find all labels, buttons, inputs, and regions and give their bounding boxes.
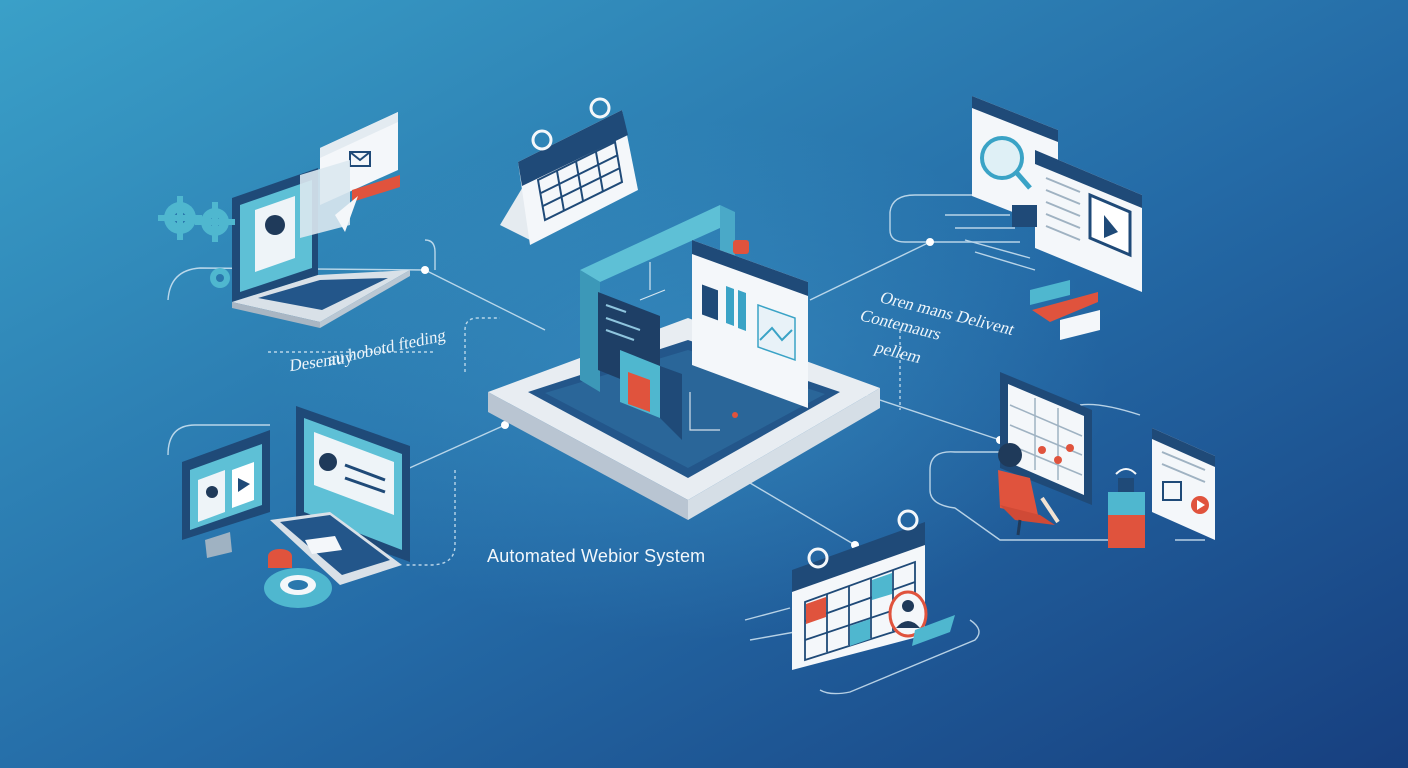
play-icon xyxy=(1104,215,1118,238)
dashboard-window xyxy=(692,240,808,408)
envelope-icon xyxy=(300,112,400,238)
search-icon xyxy=(980,136,1024,180)
central-platform-icon xyxy=(488,205,880,520)
chart-icon xyxy=(726,286,746,331)
connector-top-left xyxy=(424,269,546,331)
user-icon xyxy=(319,453,337,471)
book-icon xyxy=(620,350,682,440)
document-window xyxy=(1035,150,1142,292)
connector-bottom xyxy=(744,479,856,546)
dark-panel-lines xyxy=(605,304,641,341)
play-icon xyxy=(238,478,250,492)
user-icon xyxy=(702,284,718,321)
calendar-icon xyxy=(500,97,638,245)
monitor-icon xyxy=(1000,372,1092,505)
image-icon xyxy=(757,303,796,362)
desktop-monitor-icon xyxy=(270,406,410,585)
connector-lines xyxy=(167,194,1205,695)
system-title: Automated Webior System xyxy=(487,546,706,566)
card-stack xyxy=(1012,205,1100,340)
keyboard xyxy=(258,278,388,310)
alert-badge xyxy=(733,240,749,254)
connector-bottom-left xyxy=(404,424,506,471)
gear-icon xyxy=(264,549,332,608)
connector-right xyxy=(864,394,1001,441)
user-pin-icon xyxy=(888,590,928,638)
person-at-desk-icon xyxy=(998,443,1060,536)
connector-top-right xyxy=(809,241,931,301)
laptop-icon xyxy=(232,168,410,328)
server-icon xyxy=(1108,468,1145,548)
video-monitor-icon xyxy=(182,430,270,558)
frame-top-left xyxy=(167,267,426,301)
calendar-icon xyxy=(792,509,955,670)
gear-icon xyxy=(158,196,235,288)
document-icon xyxy=(1152,428,1215,540)
